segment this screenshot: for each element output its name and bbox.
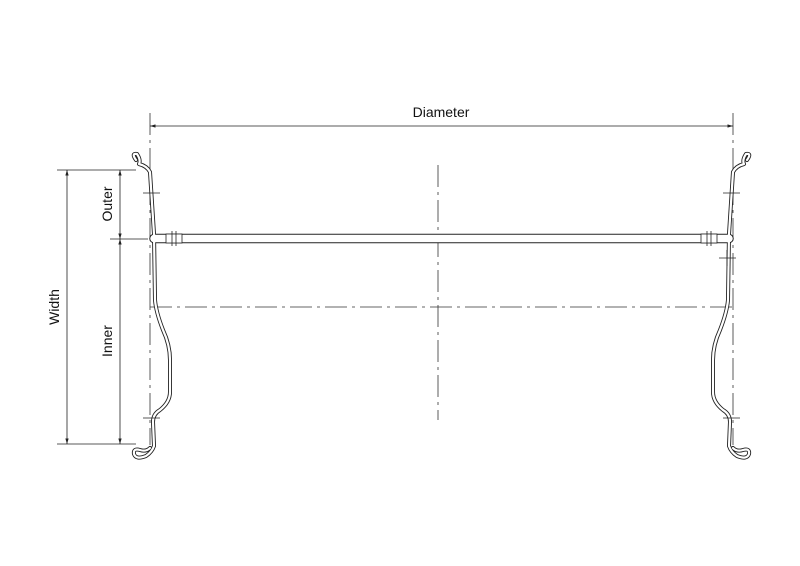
outer-label: Outer bbox=[99, 186, 115, 221]
rim-profile bbox=[131, 151, 752, 460]
left-bolt bbox=[165, 231, 183, 246]
right-bolt bbox=[700, 231, 718, 246]
outer-dimension: Outer bbox=[99, 170, 122, 239]
inner-dimension: Inner bbox=[99, 239, 122, 444]
width-label: Width bbox=[46, 289, 62, 325]
diameter-dimension: Diameter bbox=[150, 104, 733, 128]
crosshair-marks bbox=[143, 192, 740, 419]
diameter-label: Diameter bbox=[413, 104, 470, 120]
extension-lines bbox=[57, 169, 148, 445]
width-dimension: Width bbox=[46, 170, 69, 444]
inner-label: Inner bbox=[99, 325, 115, 357]
